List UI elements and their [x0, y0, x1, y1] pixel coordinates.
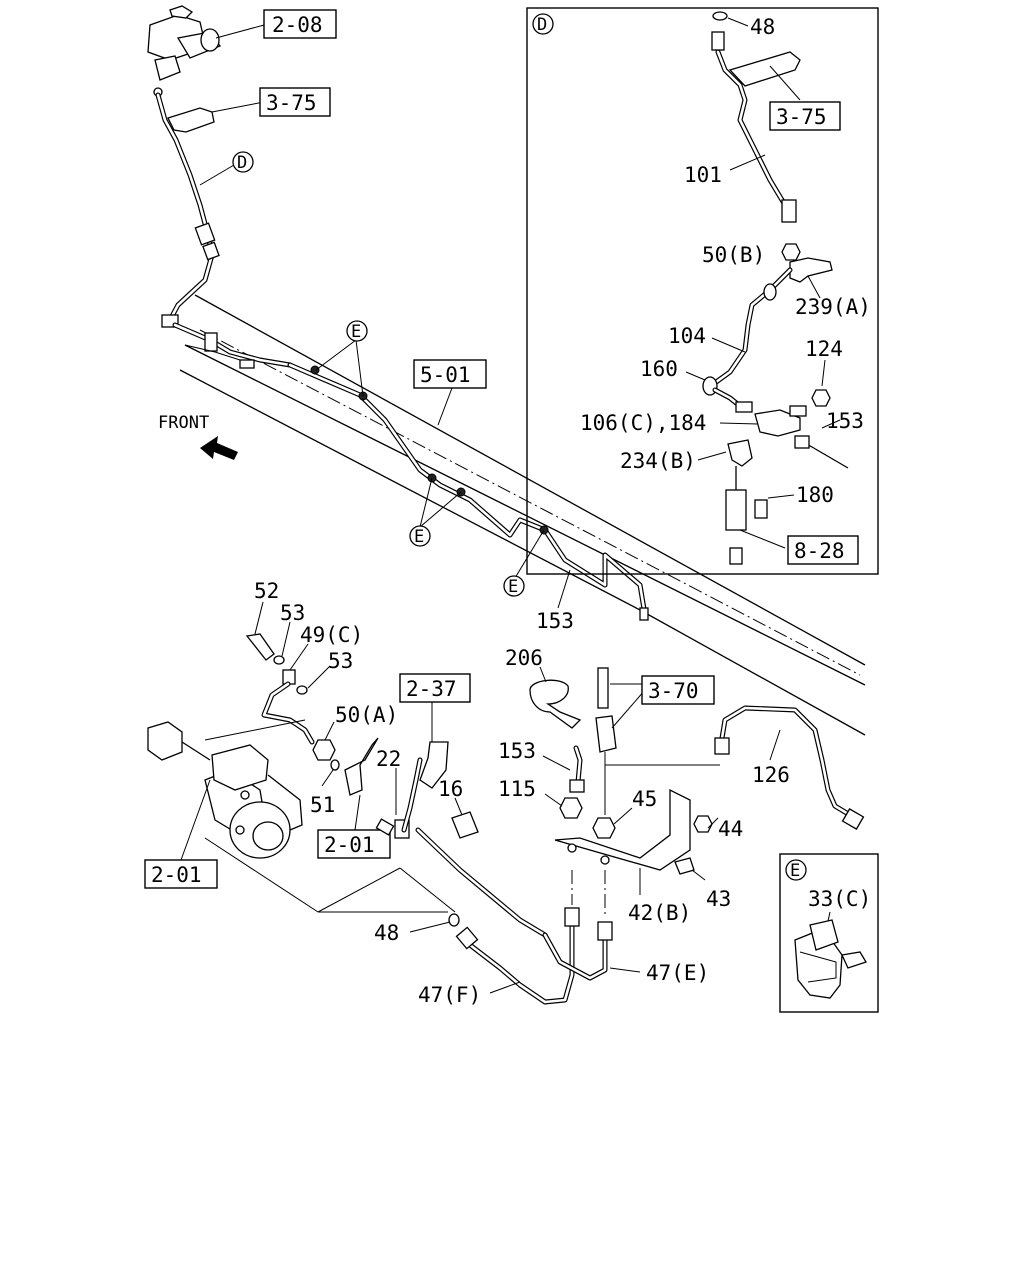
svg-text:239(A): 239(A): [795, 295, 871, 319]
svg-text:47(E): 47(E): [646, 961, 709, 985]
svg-text:22: 22: [376, 747, 401, 771]
svg-text:52: 52: [254, 579, 279, 603]
front-label: FRONT: [158, 413, 209, 433]
label-153-main: 153: [536, 569, 574, 633]
svg-text:16: 16: [438, 777, 463, 801]
brake-line-153: [287, 362, 649, 621]
callout-d-main: D: [237, 153, 247, 173]
svg-text:49(C): 49(C): [300, 623, 363, 647]
callout-e-2: E: [414, 527, 424, 547]
svg-text:53: 53: [328, 649, 353, 673]
svg-text:53: 53: [280, 601, 305, 625]
svg-text:51: 51: [310, 793, 335, 817]
svg-text:2-37: 2-37: [406, 677, 457, 701]
detail-e-inset: E 33(C): [779, 853, 879, 1013]
svg-text:2-08: 2-08: [272, 13, 323, 37]
svg-text:8-28: 8-28: [794, 539, 845, 563]
main-hose: [155, 92, 220, 323]
inset-d-badge: D: [537, 15, 547, 35]
svg-text:50(A): 50(A): [335, 703, 398, 727]
svg-text:153: 153: [826, 409, 864, 433]
svg-text:42(B): 42(B): [628, 901, 691, 925]
callout-e-3: E: [508, 577, 518, 597]
fittings-cluster: 50(A) 51 2-01 22 2-37 16: [310, 673, 479, 859]
svg-text:101: 101: [684, 163, 722, 187]
svg-text:48: 48: [374, 921, 399, 945]
svg-text:44: 44: [718, 817, 743, 841]
reservoir-master-cylinder: [147, 5, 222, 97]
svg-text:153: 153: [536, 609, 574, 633]
ref-3-75-main: 3-75: [259, 87, 331, 117]
callout-e-1: E: [351, 322, 361, 342]
svg-text:124: 124: [805, 337, 843, 361]
svg-text:3-75: 3-75: [776, 105, 827, 129]
svg-text:153: 153: [498, 739, 536, 763]
e-callouts-main: E E E: [315, 320, 545, 597]
frame-tee-fitting: [161, 314, 293, 369]
svg-text:234(B): 234(B): [620, 449, 696, 473]
ref-2-01-a: 2-01: [144, 779, 218, 889]
svg-text:106(C),184: 106(C),184: [580, 411, 706, 435]
front-arrow-icon: [200, 436, 238, 460]
svg-text:33(C): 33(C): [808, 887, 871, 911]
svg-text:47(F): 47(F): [418, 983, 481, 1007]
svg-text:160: 160: [640, 357, 678, 381]
brake-lines-47: 48 47(F) 47(E): [204, 719, 709, 1007]
svg-text:2-01: 2-01: [151, 863, 202, 887]
svg-text:3-70: 3-70: [648, 679, 699, 703]
chassis-frame: [179, 294, 866, 736]
svg-text:3-75: 3-75: [266, 91, 317, 115]
svg-text:2-01: 2-01: [324, 833, 375, 857]
svg-text:206: 206: [505, 646, 543, 670]
ref-5-01: 5-01: [413, 359, 487, 426]
svg-text:45: 45: [632, 787, 657, 811]
bracket-cluster-right: 206 153 115 3-70 45 44 42(B) 43: [498, 646, 865, 925]
front-indicator: FRONT: [158, 413, 238, 460]
inset-e-badge: E: [790, 861, 800, 881]
detail-d-inset: D 48 3-75 101 50(B) 239(A) 104 124: [526, 7, 879, 575]
hydraulic-unit: [147, 721, 303, 859]
svg-text:50(B): 50(B): [702, 243, 765, 267]
svg-text:115: 115: [498, 777, 536, 801]
small-parts-52-53: 52 53 49(C) 53: [245, 579, 363, 745]
svg-text:180: 180: [796, 483, 834, 507]
d-callout-main: D: [232, 151, 254, 173]
svg-text:48: 48: [750, 15, 775, 39]
svg-text:5-01: 5-01: [420, 363, 471, 387]
svg-text:126: 126: [752, 763, 790, 787]
svg-text:104: 104: [668, 324, 706, 348]
ref-2-08: 2-08: [263, 9, 337, 39]
svg-text:43: 43: [706, 887, 731, 911]
